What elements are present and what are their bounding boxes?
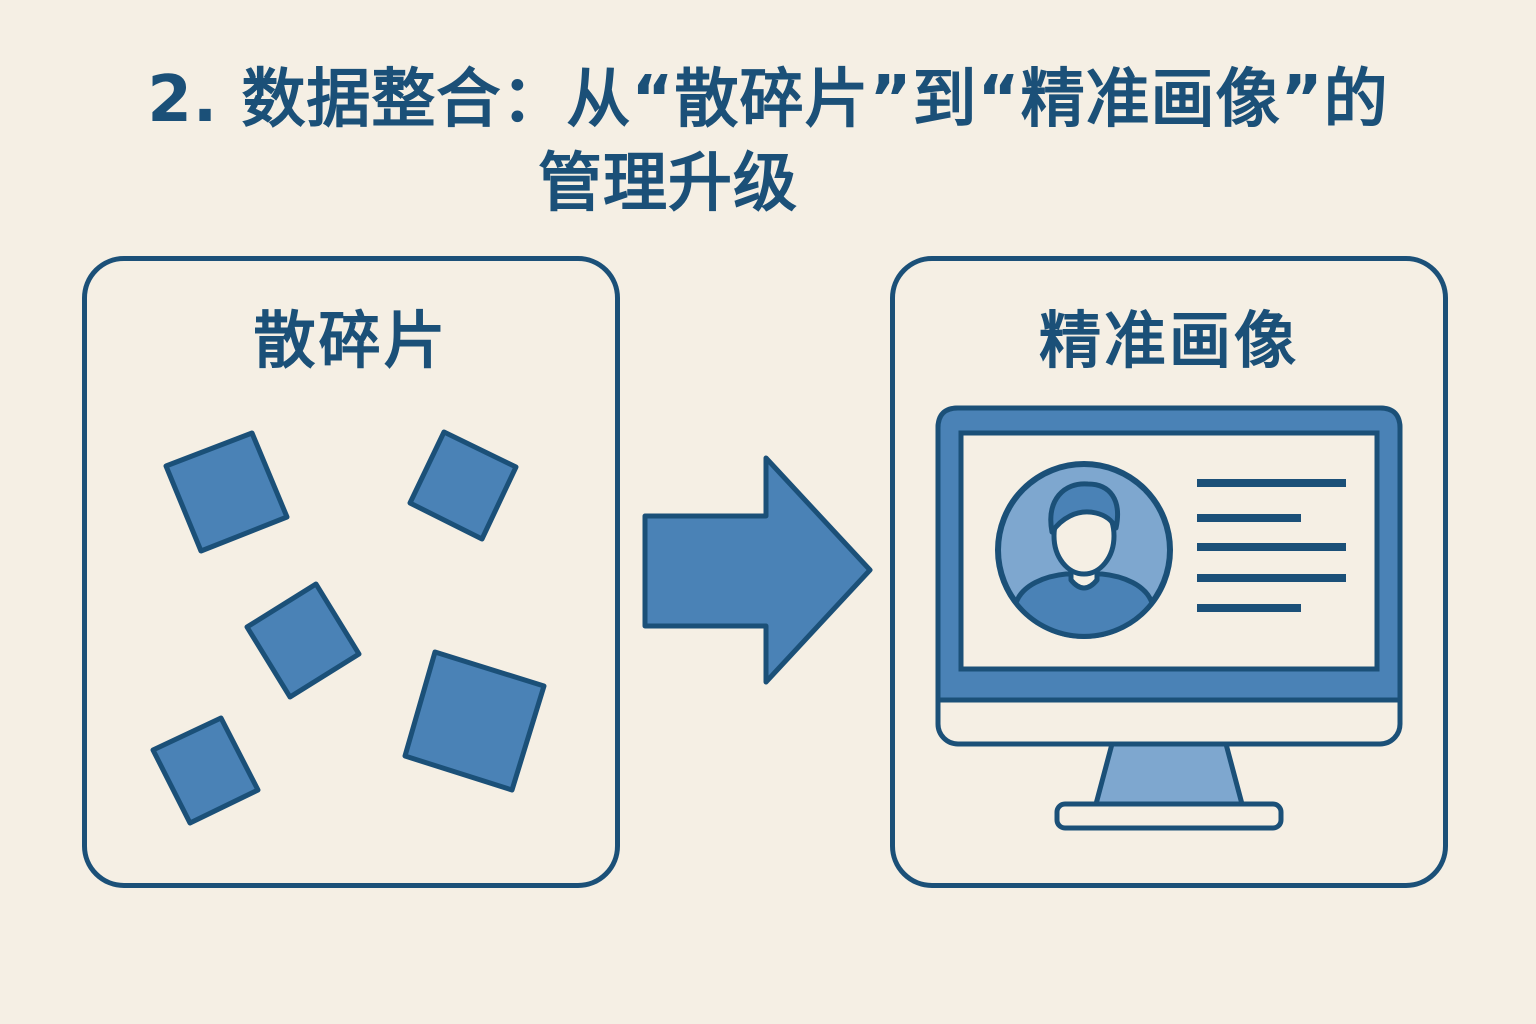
scattered-squares-icon xyxy=(150,429,547,826)
fragment-square xyxy=(407,429,519,542)
monitor-base xyxy=(1054,801,1284,831)
title-line-2: 管理升级 xyxy=(538,147,798,221)
scattered-fragments-label: 散碎片 xyxy=(253,304,449,377)
fragment-square xyxy=(402,649,547,793)
profile-text-lines xyxy=(1197,479,1346,612)
fragment-square xyxy=(244,581,362,700)
page-title: 2. 数据整合：从“散碎片”到“精准画像”的 管理升级 xyxy=(0,58,1536,226)
right-arrow-icon xyxy=(642,455,873,685)
title-line-1: 2. 数据整合：从“散碎片”到“精准画像”的 xyxy=(147,63,1389,137)
monitor-profile-icon xyxy=(935,405,1403,831)
user-avatar-icon xyxy=(995,461,1173,639)
precise-profile-label: 精准画像 xyxy=(1038,304,1299,377)
fragment-square xyxy=(150,715,261,826)
fragment-square xyxy=(163,430,290,554)
monitor-stand xyxy=(1093,741,1245,807)
